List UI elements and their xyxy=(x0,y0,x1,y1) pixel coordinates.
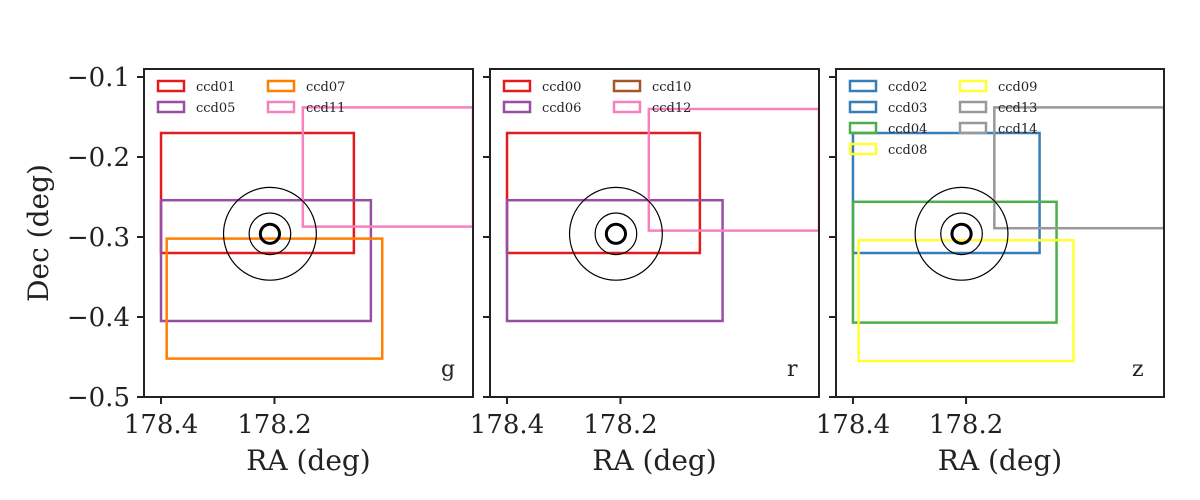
ccd-footprint-ccd00 xyxy=(505,131,702,255)
target-circle xyxy=(222,186,317,281)
target-circle xyxy=(950,222,973,245)
x-axis-label: RA (deg) xyxy=(246,444,370,477)
legend-label-ccd07: ccd07 xyxy=(306,80,345,95)
legend-swatch-ccd08 xyxy=(848,142,878,156)
panel-g: ccd01 ccd05 ccd07 ccd11 g −0.1 −0.2 −0.3 −0.4 −0.… xyxy=(22,63,474,477)
x-tick-label: 178.2 xyxy=(237,410,311,440)
target-circle xyxy=(258,222,282,245)
ccd-footprint-ccd11 xyxy=(301,106,473,228)
plot-area xyxy=(159,106,473,360)
legend-label-ccd13: ccd13 xyxy=(998,101,1037,116)
x-tick-label: 178.4 xyxy=(124,410,198,440)
target-circle xyxy=(940,212,983,256)
plot-area xyxy=(851,106,1164,363)
legend-label-ccd01: ccd01 xyxy=(196,80,235,95)
legend-label-ccd00: ccd00 xyxy=(542,80,581,95)
x-axis-label: RA (deg) xyxy=(938,444,1062,477)
y-tick-label: −0.4 xyxy=(67,303,130,333)
target-circle xyxy=(914,186,1009,281)
legend-label-ccd09: ccd09 xyxy=(998,80,1037,95)
legend-swatch-ccd04 xyxy=(848,121,878,135)
band-label: r xyxy=(787,357,798,382)
panel-r: ccd00 ccd06 ccd10 ccd12 r 178.4 178.2 RA (deg) xyxy=(470,68,820,477)
ccd-footprint-ccd07 xyxy=(165,237,384,360)
legend-label-ccd03: ccd03 xyxy=(888,101,927,116)
legend-swatch-ccd13 xyxy=(958,100,988,114)
legend-label-ccd11: ccd11 xyxy=(306,101,345,116)
panel-frame xyxy=(489,68,820,398)
ccd-footprint-ccd04 xyxy=(851,200,1058,324)
panel-frame xyxy=(835,68,1165,398)
legend-label-ccd08: ccd08 xyxy=(888,143,927,158)
legend-swatch-ccd12 xyxy=(612,100,642,114)
ccd-footprint-ccd01 xyxy=(159,131,356,255)
legend-swatch-ccd07 xyxy=(266,79,296,93)
y-tick-label: −0.5 xyxy=(67,383,130,413)
legend-swatch-ccd11 xyxy=(266,100,296,114)
panel-z: ccd02 ccd03 ccd04 ccd08 ccd09 ccd13 ccd14 z 178.… xyxy=(816,68,1165,477)
x-tick-label: 178.4 xyxy=(470,410,544,440)
legend-swatch-ccd01 xyxy=(156,79,186,93)
ccd-footprint-ccd06 xyxy=(505,198,724,323)
x-axis-label: RA (deg) xyxy=(592,444,716,477)
legend-label-ccd10: ccd10 xyxy=(652,80,691,95)
panel-frame xyxy=(143,68,474,398)
ccd-footprint-ccd02 xyxy=(851,131,1041,255)
y-tick-label: −0.2 xyxy=(67,143,130,173)
legend-swatch-ccd03 xyxy=(848,100,878,114)
ccd-footprint-ccd08 xyxy=(857,238,1075,363)
band-label: g xyxy=(441,357,455,382)
legend-label-ccd12: ccd12 xyxy=(652,101,691,116)
legend-swatch-ccd06 xyxy=(502,100,532,114)
legend-label-ccd04: ccd04 xyxy=(888,122,927,137)
ccd-footprint-ccd12 xyxy=(647,107,819,232)
legend-label-ccd06: ccd06 xyxy=(542,101,581,116)
band-label: z xyxy=(1132,357,1144,382)
ccd-footprint-ccd13 xyxy=(993,106,1164,230)
legend-swatch-ccd10 xyxy=(612,79,642,93)
ccd-footprint-ccd05 xyxy=(159,198,373,323)
y-tick-label: −0.3 xyxy=(67,223,130,253)
x-tick-label: 178.4 xyxy=(816,410,890,440)
target-circle xyxy=(594,212,638,256)
y-axis-label: Dec (deg) xyxy=(22,164,55,302)
legend-swatch-ccd09 xyxy=(958,79,988,93)
target-circle xyxy=(568,186,663,281)
target-circle xyxy=(248,212,292,256)
x-tick-label: 178.2 xyxy=(583,410,657,440)
x-tick-label: 178.2 xyxy=(929,410,1003,440)
legend-swatch-ccd14 xyxy=(958,121,988,135)
legend-label-ccd05: ccd05 xyxy=(196,101,235,116)
legend-swatch-ccd05 xyxy=(156,100,186,114)
legend-swatch-ccd02 xyxy=(848,79,878,93)
legend-label-ccd14: ccd14 xyxy=(998,122,1037,137)
target-circle xyxy=(604,222,628,245)
legend-swatch-ccd00 xyxy=(502,79,532,93)
y-tick-label: −0.1 xyxy=(67,63,130,93)
legend-label-ccd02: ccd02 xyxy=(888,80,927,95)
plot-area xyxy=(505,107,819,323)
